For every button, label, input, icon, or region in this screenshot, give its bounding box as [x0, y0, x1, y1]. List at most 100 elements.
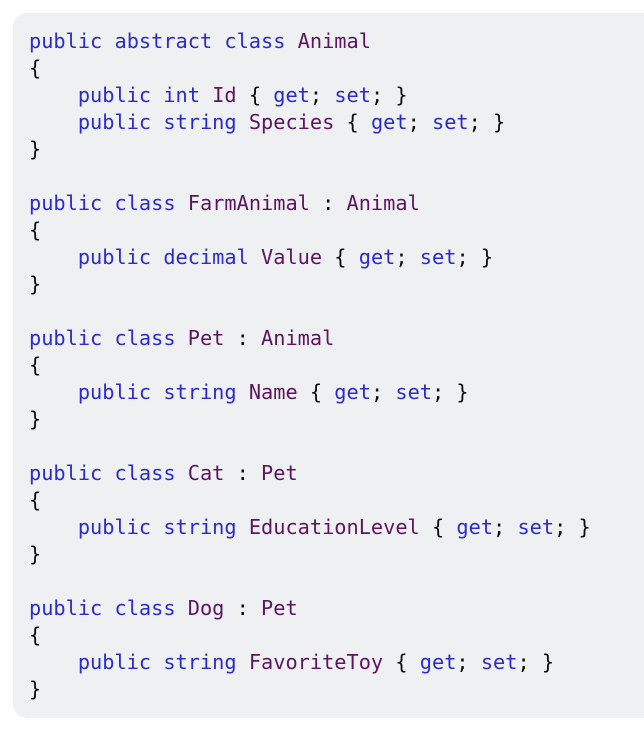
plain-token: ;	[407, 110, 432, 134]
keyword-token: public	[29, 191, 103, 215]
plain-token: ; }	[468, 110, 506, 134]
code-line: public class Pet : Animal	[29, 325, 644, 352]
plain-token: ;	[370, 380, 396, 404]
keyword-token: public	[77, 380, 152, 404]
keyword-token: class	[114, 326, 176, 350]
keyword-token: public	[29, 29, 103, 53]
plain-token: ; }	[432, 380, 469, 404]
code-line: }	[29, 271, 644, 298]
code-line: public string FavoriteToy { get; set; }	[29, 649, 644, 676]
plain-token: {	[334, 110, 371, 134]
type-name-token: Cat	[187, 461, 225, 485]
code-line: public class Dog : Pet	[29, 595, 644, 622]
plain-token	[237, 110, 249, 134]
plain-token	[29, 83, 78, 107]
type-name-token: FavoriteToy	[248, 650, 384, 674]
plain-token	[200, 83, 212, 107]
type-name-token: Pet	[187, 326, 225, 350]
plain-token: {	[419, 515, 457, 539]
keyword-token: get	[419, 650, 457, 674]
keyword-token: class	[224, 29, 286, 53]
keyword-token: public	[77, 650, 152, 674]
plain-token	[29, 515, 78, 539]
type-name-token: Id	[212, 83, 237, 107]
code-line: {	[29, 217, 644, 244]
plain-token: {	[322, 245, 359, 269]
code-line: {	[29, 352, 644, 379]
plain-token: ; }	[517, 650, 555, 674]
plain-token: {	[297, 380, 335, 404]
plain-token: }	[29, 677, 42, 701]
plain-token	[249, 245, 261, 269]
code-line: {	[29, 55, 644, 82]
keyword-token: get	[334, 380, 371, 404]
keyword-token: string	[163, 110, 237, 134]
keyword-token: set	[395, 380, 432, 404]
plain-token: }	[29, 272, 42, 296]
plain-token	[212, 29, 224, 53]
code-line: }	[29, 406, 644, 433]
keyword-token: public	[29, 461, 103, 485]
plain-token	[151, 515, 163, 539]
keyword-token: public	[77, 110, 152, 134]
keyword-token: string	[163, 650, 237, 674]
code-line	[29, 568, 644, 595]
plain-token	[29, 650, 78, 674]
plain-token	[29, 380, 78, 404]
plain-token: :	[224, 461, 262, 485]
plain-token	[151, 380, 163, 404]
plain-token	[176, 461, 188, 485]
keyword-token: set	[517, 515, 555, 539]
keyword-token: class	[114, 461, 176, 485]
type-name-token: Value	[261, 245, 323, 269]
plain-token: }	[29, 137, 42, 161]
plain-token: {	[383, 650, 420, 674]
code-line: public string Species { get; set; }	[29, 109, 644, 136]
code-line: }	[29, 676, 644, 703]
plain-token: {	[29, 353, 42, 377]
keyword-token: set	[480, 650, 518, 674]
plain-token	[102, 596, 114, 620]
plain-token	[151, 110, 163, 134]
plain-token	[151, 245, 163, 269]
type-name-token: Pet	[261, 461, 298, 485]
code-line: public string Name { get; set; }	[29, 379, 644, 406]
type-name-token: Animal	[261, 326, 335, 350]
plain-token	[176, 191, 188, 215]
code-line: }	[29, 541, 644, 568]
keyword-token: set	[334, 83, 371, 107]
plain-token	[102, 191, 114, 215]
plain-token	[151, 650, 163, 674]
plain-token: :	[309, 191, 347, 215]
type-name-token: FarmAnimal	[187, 191, 310, 215]
plain-token: ;	[493, 515, 518, 539]
keyword-token: class	[114, 596, 176, 620]
plain-token: ; }	[554, 515, 591, 539]
code-line: public decimal Value { get; set; }	[29, 244, 644, 271]
code-line	[29, 298, 644, 325]
plain-token: {	[29, 218, 42, 242]
plain-token	[29, 110, 78, 134]
plain-token: {	[29, 56, 42, 80]
keyword-token: string	[163, 515, 237, 539]
keyword-token: public	[77, 245, 152, 269]
plain-token	[237, 515, 249, 539]
keyword-token: get	[456, 515, 494, 539]
code-listing[interactable]: public abstract class Animal { public int…	[29, 28, 644, 703]
code-line: public class Cat : Pet	[29, 460, 644, 487]
plain-token: {	[29, 623, 42, 647]
code-line: public int Id { get; set; }	[29, 82, 644, 109]
plain-token	[237, 380, 249, 404]
plain-token	[176, 326, 188, 350]
code-line: public string EducationLevel { get; set;…	[29, 514, 644, 541]
plain-token: }	[29, 407, 42, 431]
plain-token	[151, 83, 163, 107]
plain-token: ;	[456, 650, 481, 674]
type-name-token: Dog	[187, 596, 225, 620]
plain-token	[102, 29, 114, 53]
keyword-token: decimal	[163, 245, 249, 269]
plain-token	[102, 461, 114, 485]
plain-token	[285, 29, 297, 53]
keyword-token: abstract	[114, 29, 213, 53]
plain-token	[102, 326, 114, 350]
